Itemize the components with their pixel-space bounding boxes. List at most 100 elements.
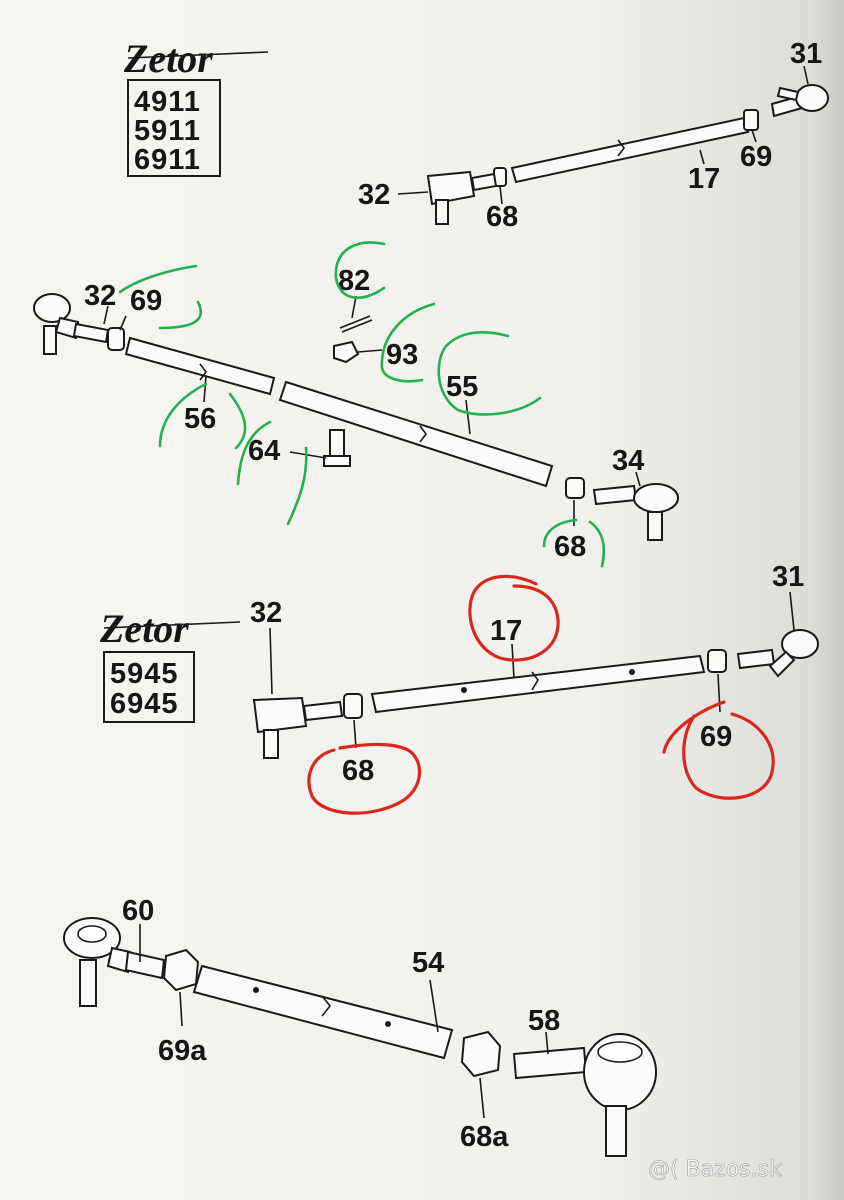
nut-69-mid [107, 327, 125, 351]
stud-34 [647, 511, 663, 541]
tube-54-hole-1 [253, 987, 259, 993]
green-mark-93 [380, 302, 436, 383]
leader-69-top [751, 129, 757, 143]
bazos-watermark: @( Bazos.sk [648, 1157, 782, 1182]
label-31-top: 31 [790, 38, 822, 70]
leader-32-top [397, 191, 429, 195]
nut-68-bottom [343, 693, 363, 719]
label-32-mid: 32 [84, 280, 116, 312]
label-68-bottom: 68 [342, 755, 374, 787]
leader-32-mid [103, 305, 109, 325]
label-69-mid: 69 [130, 285, 162, 317]
leader-55 [465, 399, 471, 435]
thread-32-top [470, 172, 498, 192]
model-box-1 [127, 79, 221, 177]
green-mark-69-bottom [158, 300, 203, 330]
label-68-top: 68 [486, 201, 518, 233]
leader-32-bottom [269, 627, 273, 695]
bolt-64-head [323, 455, 351, 467]
leader-69-mid [119, 315, 127, 331]
label-64: 64 [248, 435, 280, 467]
red-circle-17 [468, 574, 560, 662]
leader-69a [179, 991, 183, 1027]
zetor-logo-1: Zetor [123, 36, 213, 81]
ball-joint-58-socket [597, 1041, 643, 1063]
tube-56-break [199, 363, 207, 381]
green-mark-64-left [236, 420, 272, 486]
stud-32-top [435, 199, 449, 225]
ball-joint-60-socket [77, 925, 107, 943]
leader-68-top [499, 185, 503, 205]
stud-60 [79, 959, 97, 1007]
tube-54-hole-2 [385, 1021, 391, 1027]
tube-17-bottom-break [531, 671, 539, 691]
leader-64 [289, 451, 327, 459]
label-34: 34 [612, 445, 644, 477]
nut-68a [460, 1030, 502, 1078]
thread-31-bottom [736, 648, 776, 670]
leader-82 [351, 295, 357, 319]
leader-68a [479, 1077, 485, 1119]
group-1-tie-rod: Zetor 4911 5911 6911 31 32 17 68 69 [123, 36, 829, 233]
label-60: 60 [122, 895, 154, 927]
leader-31-bottom [789, 591, 795, 631]
bolt-64 [329, 429, 345, 459]
label-69-top: 69 [740, 141, 772, 173]
ball-joint-32-bottom [252, 696, 308, 734]
thread-58 [512, 1046, 588, 1080]
thread-60 [124, 950, 166, 980]
ball-joint-31-bottom [781, 629, 819, 659]
green-mark-68-right [588, 520, 606, 568]
red-circle-69 [682, 712, 775, 800]
tube-56 [124, 336, 276, 396]
label-32-top: 32 [358, 179, 390, 211]
nut-69-top [743, 109, 759, 131]
leader-34 [635, 471, 641, 487]
model-6945: 6945 [110, 688, 179, 720]
model-box-2 [103, 651, 195, 723]
stud-31 [776, 86, 800, 102]
model-4911: 4911 [134, 86, 201, 118]
nut-68-mid [565, 477, 585, 499]
model-5945: 5945 [110, 658, 179, 690]
leader-69-bottom [717, 673, 721, 713]
ball-joint-60-neck [106, 946, 132, 974]
nut-69a [162, 948, 200, 992]
tube-17-break [617, 139, 625, 157]
group-3-tie-rod: Zetor 5945 6945 31 32 17 68 69 [99, 561, 819, 815]
thread-32-bottom [302, 700, 344, 722]
cotter-pin-82 [339, 315, 371, 329]
stud-32-mid [43, 325, 57, 355]
label-55: 55 [446, 371, 478, 403]
tube-17-hole-1 [461, 687, 467, 693]
ball-joint-31 [795, 84, 829, 112]
label-68a: 68a [460, 1121, 509, 1153]
label-31-bottom: 31 [772, 561, 804, 593]
tube-54 [192, 964, 454, 1060]
leader-31-top [803, 65, 809, 85]
label-54: 54 [412, 947, 444, 979]
ball-joint-32-top [426, 170, 476, 206]
stud-58 [605, 1105, 627, 1157]
red-mark-69-tail [662, 700, 726, 754]
zetor-logo-1-underline [127, 51, 269, 59]
ball-joint-34 [633, 483, 679, 513]
tube-55-break [419, 425, 427, 443]
stud-32-bottom [263, 729, 279, 759]
label-17-top: 17 [688, 163, 720, 195]
stud-31-bottom [768, 650, 796, 678]
label-93: 93 [386, 339, 418, 371]
label-58: 58 [528, 1005, 560, 1037]
leader-56 [203, 375, 207, 403]
tube-17-top [510, 116, 750, 184]
leader-54 [429, 979, 439, 1033]
label-69a: 69a [158, 1035, 207, 1067]
thread-32-mid [72, 322, 110, 344]
green-mark-69-top [118, 264, 198, 294]
leader-58 [545, 1031, 549, 1055]
leader-93 [357, 349, 383, 353]
leader-68-bottom [353, 719, 357, 749]
label-56: 56 [184, 403, 216, 435]
